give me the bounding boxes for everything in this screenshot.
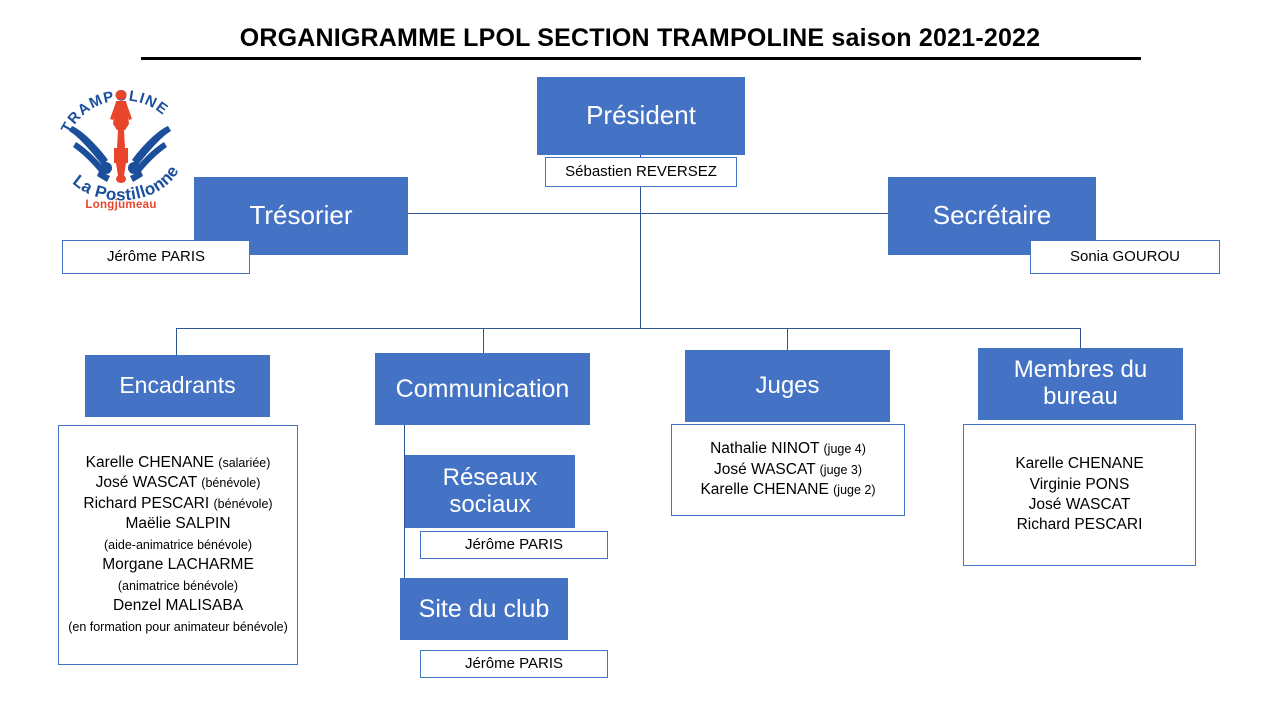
list-membres-du-bureau: Karelle CHENANE Virginie PONS José WASCA… [963,424,1196,566]
club-logo: TRAMPOLINE [52,72,190,214]
node-tresorier-title: Trésorier [249,200,353,231]
node-president[interactable]: Président [537,77,745,155]
person-name: José WASCAT [713,460,816,478]
label-site-du-club-person[interactable]: Jérôme PARIS [420,650,608,678]
node-president-title: Président [586,100,696,131]
person-role: (juge 3) [819,462,863,477]
list-item: Richard PESCARI [1016,516,1143,534]
node-communication-title: Communication [395,375,570,403]
list-item: Maëlie SALPIN (aide-animatrice bénévole) [63,514,293,555]
list-item: Morgane LACHARME (animatrice bénévole) [63,555,293,596]
connector-drop-juges [787,328,788,351]
person-role: (salariée) [218,455,271,470]
label-tresorier-person-text: Jérôme PARIS [106,248,206,265]
label-site-du-club-person-text: Jérôme PARIS [464,655,564,672]
node-secretaire-title: Secrétaire [932,200,1052,231]
node-reseaux-sociaux[interactable]: Réseaux sociaux [405,455,575,528]
svg-text:Longjumeau: Longjumeau [85,199,156,211]
list-item: Richard PESCARI (bénévole) [63,494,293,514]
list-item: Nathalie NINOT (juge 4) [676,439,900,459]
node-site-du-club[interactable]: Site du club [400,578,568,640]
person-name: Nathalie NINOT [710,440,820,458]
node-site-du-club-title: Site du club [418,595,550,623]
list-item: Denzel MALISABA (en formation pour anima… [63,596,293,637]
list-item: Karelle CHENANE [1015,455,1144,473]
label-reseaux-sociaux-person[interactable]: Jérôme PARIS [420,531,608,559]
label-president-person-text: Sébastien REVERSEZ [565,163,717,180]
list-item: Virginie PONS [1029,475,1130,493]
connector-officers-horizontal [408,213,888,214]
list-item: Karelle CHENANE (salariée) [63,453,293,473]
node-tresorier[interactable]: Trésorier [194,177,408,255]
person-name: José WASCAT [95,474,197,492]
label-secretaire-person[interactable]: Sonia GOUROU [1030,240,1220,274]
person-role: (juge 2) [833,483,876,498]
label-president-person[interactable]: Sébastien REVERSEZ [545,157,737,187]
node-communication[interactable]: Communication [375,353,590,425]
connector-level3-bus [176,328,1081,329]
person-name: Karelle CHENANE [85,453,214,471]
node-reseaux-sociaux-title: Réseaux sociaux [442,463,538,518]
connector-drop-membres [1080,328,1081,349]
list-item: José WASCAT (juge 3) [676,460,900,480]
person-name: Morgane LACHARME [102,556,254,574]
person-name: Denzel MALISABA [112,597,244,615]
connector-communication-spine [404,425,405,580]
node-juges-title: Juges [755,371,820,399]
person-role: (bénévole) [213,496,273,511]
title-underline [141,57,1141,60]
person-role: (juge 4) [823,442,866,457]
node-membres-du-bureau[interactable]: Membres du bureau [978,348,1183,420]
person-name: Karelle CHENANE [700,481,829,499]
node-membres-du-bureau-title: Membres du bureau [1013,356,1148,410]
person-role: (aide-animatrice bénévole) [104,537,252,552]
list-encadrants: Karelle CHENANE (salariée) José WASCAT (… [58,425,298,665]
list-item: José WASCAT [1028,496,1131,513]
node-juges[interactable]: Juges [685,350,890,422]
person-role: (en formation pour animateur bénévole) [68,619,288,634]
connector-drop-communication [483,328,484,354]
page-title: ORGANIGRAMME LPOL SECTION TRAMPOLINE sai… [239,24,1041,52]
person-name: Maëlie SALPIN [125,515,231,533]
connector-drop-encadrants [176,328,177,356]
node-encadrants[interactable]: Encadrants [85,355,270,417]
list-item: José WASCAT (bénévole) [63,473,293,493]
list-item: Karelle CHENANE (juge 2) [676,480,900,500]
connector-president-vertical [640,155,641,329]
label-secretaire-person-text: Sonia GOUROU [1069,248,1181,265]
list-juges: Nathalie NINOT (juge 4) José WASCAT (jug… [671,424,905,516]
person-role: (animatrice bénévole) [117,578,239,593]
person-name: Richard PESCARI [83,494,210,512]
label-tresorier-person[interactable]: Jérôme PARIS [62,240,250,274]
person-role: (bénévole) [201,476,261,491]
label-reseaux-sociaux-person-text: Jérôme PARIS [464,536,564,553]
node-encadrants-title: Encadrants [119,372,236,399]
